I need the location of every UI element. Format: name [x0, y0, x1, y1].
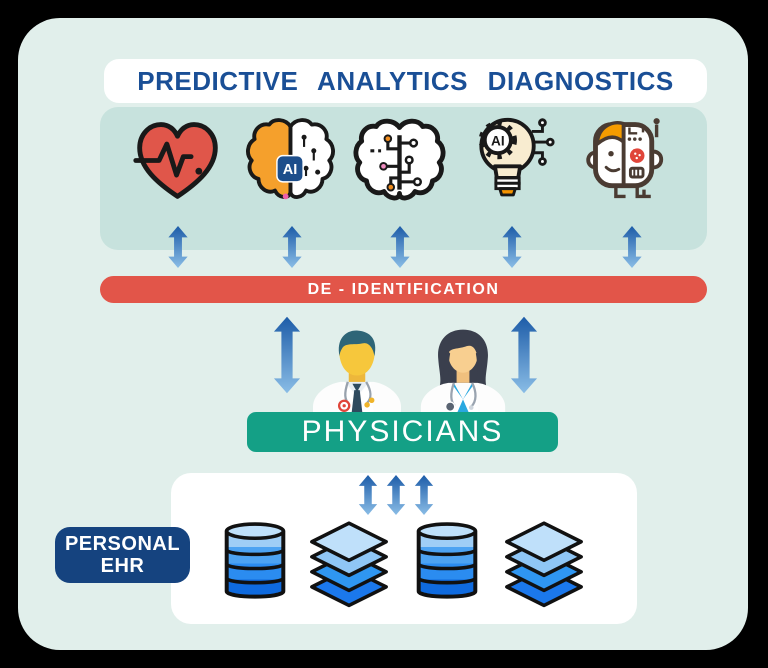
human-robot-icon [579, 112, 676, 209]
layer-stack-icon [498, 517, 590, 609]
ai-lightbulb-icon: AI [460, 112, 557, 209]
up-down-arrow-icon [358, 474, 378, 516]
up-down-arrow-icon [389, 226, 411, 268]
ai-badge-label: AI [283, 162, 298, 178]
database-cylinder-icon [209, 517, 301, 609]
up-down-arrow-icon [273, 313, 301, 397]
up-down-arrow-icon [386, 474, 406, 516]
male-physician-figure [298, 326, 416, 414]
heart-pulse-icon [129, 112, 226, 209]
up-down-arrow-icon [167, 226, 189, 268]
up-down-arrow-icon [501, 226, 523, 268]
up-down-arrow-icon [414, 474, 434, 516]
ai-badge-label: AI [491, 133, 505, 148]
deidentification-label: DE - IDENTIFICATION [307, 280, 500, 298]
up-down-arrow-icon [281, 226, 303, 268]
up-down-arrow-icon [621, 226, 643, 268]
personal-ehr-line2: EHR [100, 555, 145, 577]
female-physician-figure [404, 326, 522, 414]
physicians-label: PHYSICIANS [301, 415, 504, 448]
physicians-bar: PHYSICIANS [247, 412, 558, 452]
personal-ehr-line1: PERSONAL [64, 532, 181, 555]
title-banner: PREDICTIVE ANALYTICS DIAGNOSTICS [104, 59, 707, 103]
database-cylinder-icon [401, 517, 493, 609]
layer-stack-icon [303, 517, 395, 609]
page-title: PREDICTIVE ANALYTICS DIAGNOSTICS [137, 65, 674, 96]
personal-ehr-badge: PERSONAL EHR [55, 527, 190, 583]
brain-ai-icon: AI [242, 112, 339, 209]
deidentification-bar: DE - IDENTIFICATION [100, 276, 707, 303]
circuit-brain-icon [351, 112, 448, 209]
